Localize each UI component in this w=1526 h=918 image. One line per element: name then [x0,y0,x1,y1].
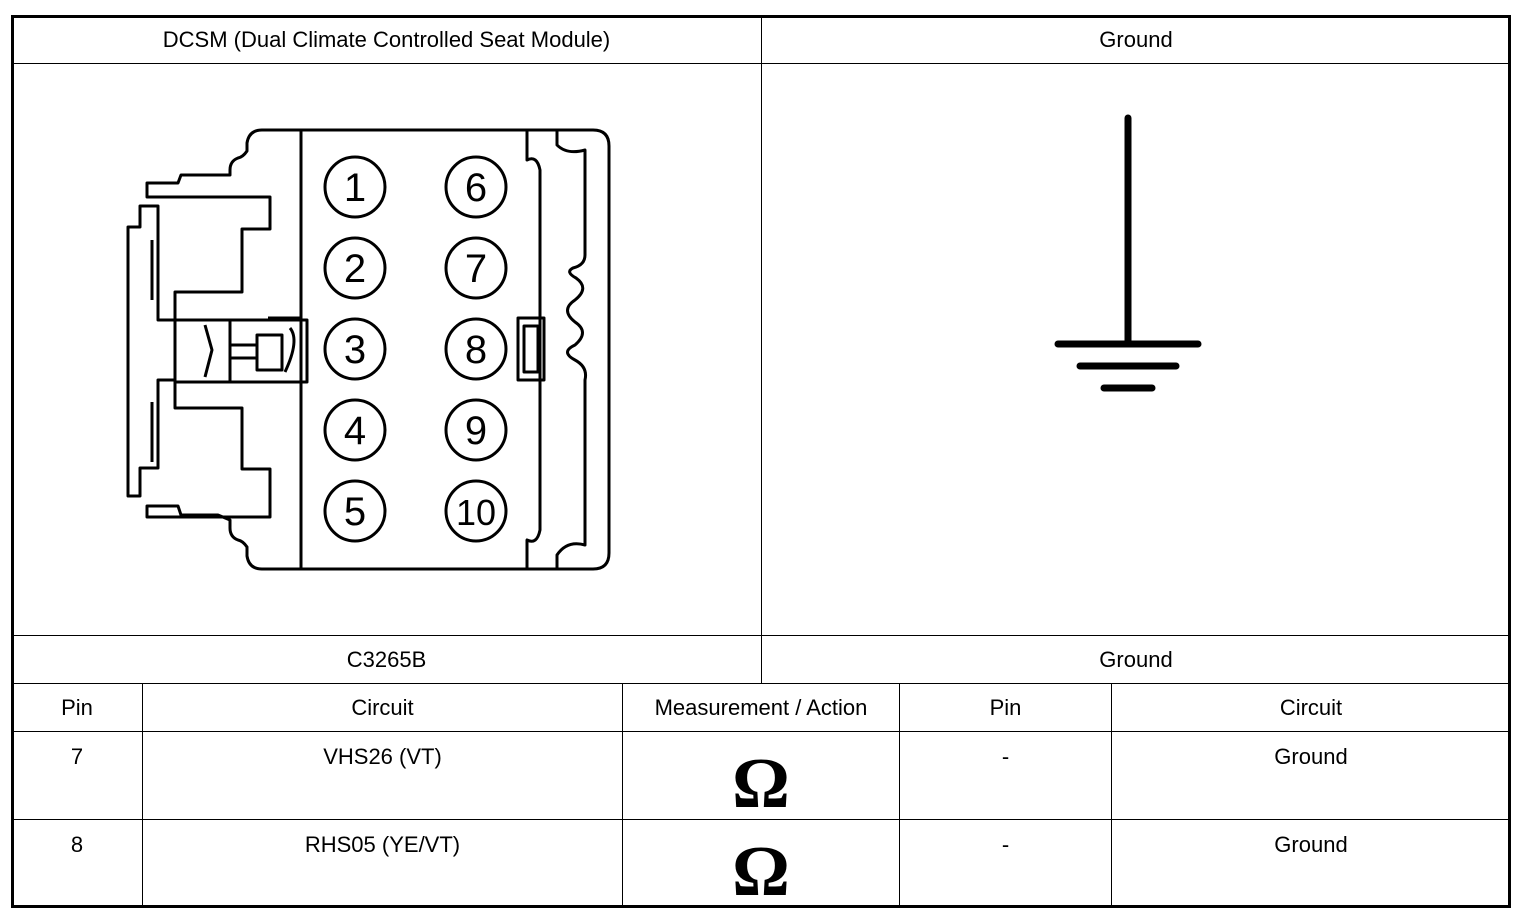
col-header-pin-2-text: Pin [989,694,1022,720]
ohm-icon: Ω [732,743,790,823]
pin-2-label: 2 [344,247,366,291]
connector-id-text: C3265B [346,646,427,672]
pin-9-label: 9 [465,409,487,453]
latch [173,318,309,384]
table-row-pin: 7 [12,732,142,819]
col-header-pin-text: Pin [61,694,93,720]
connector-id: C3265B [12,636,761,683]
row-circuit-2-text: Ground [1274,832,1348,857]
col-header-pin-2: Pin [900,684,1111,731]
pin-1-circle [323,155,387,219]
col-header-measurement-text: Measurement / Action [654,694,868,720]
pin-6-circle [444,155,508,219]
ground-label-text: Ground [1099,646,1173,672]
row-pin-text: 7 [70,744,84,769]
divider [142,683,143,907]
table-row-circuit-2: Ground [1112,732,1510,819]
pin-5-circle [323,479,387,543]
pin-4-label: 4 [344,409,366,453]
ground-title: Ground [762,16,1510,63]
divider [1111,683,1112,907]
pin-3-circle [323,317,387,381]
connector-face-diagram: 1 2 3 4 5 6 7 8 9 10 [126,128,611,571]
col-header-measurement: Measurement / Action [623,684,899,731]
col-header-pin: Pin [12,684,142,731]
pin-10-label: 10 [456,492,496,533]
module-title: DCSM (Dual Climate Controlled Seat Modul… [12,16,761,63]
row-pin-2-text: - [1001,744,1010,769]
table-row-pin-2: - [900,820,1111,907]
ground-label: Ground [762,636,1510,683]
pin-8-circle [444,317,508,381]
pin-7-label: 7 [465,247,487,291]
pin-8-label: 8 [465,328,487,372]
module-title-text: DCSM (Dual Climate Controlled Seat Modul… [162,26,611,52]
row-pin-2-text: - [1001,832,1010,857]
pin-9-circle [444,398,508,462]
table-row-measurement: Ω [623,820,899,911]
pin-6-label: 6 [465,166,487,210]
row-circuit-text: RHS05 (YE/VT) [304,832,461,857]
divider [622,683,623,907]
right-rail [525,130,542,569]
row-circuit-text: VHS26 (VT) [323,744,442,769]
pin-10-circle [444,479,508,543]
pin-5-label: 5 [344,490,366,534]
ohm-icon: Ω [732,831,790,911]
table-row-circuit: VHS26 (VT) [143,732,622,819]
divider [761,16,762,684]
divider [12,819,1510,820]
pin-7-circle [444,236,508,300]
pin-3-label: 3 [344,328,366,372]
divider [899,683,900,907]
col-header-circuit-text: Circuit [351,694,414,720]
col-header-circuit: Circuit [143,684,622,731]
divider [12,731,1510,732]
col-header-circuit-2-text: Circuit [1279,694,1343,720]
row-pin-text: 8 [70,832,84,857]
row-circuit-2-text: Ground [1274,744,1348,769]
pin-4-circle [323,398,387,462]
table-row-measurement: Ω [623,732,899,823]
ground-title-text: Ground [1099,26,1173,52]
table-row-pin-2: - [900,732,1111,819]
ground-symbol-icon [1054,114,1202,392]
connector-outline [126,128,611,571]
col-header-circuit-2: Circuit [1112,684,1510,731]
table-row-circuit-2: Ground [1112,820,1510,907]
pin-1-label: 1 [344,166,366,210]
pin-2-circle [323,236,387,300]
table-row-pin: 8 [12,820,142,907]
table-row-circuit: RHS05 (YE/VT) [143,820,622,907]
